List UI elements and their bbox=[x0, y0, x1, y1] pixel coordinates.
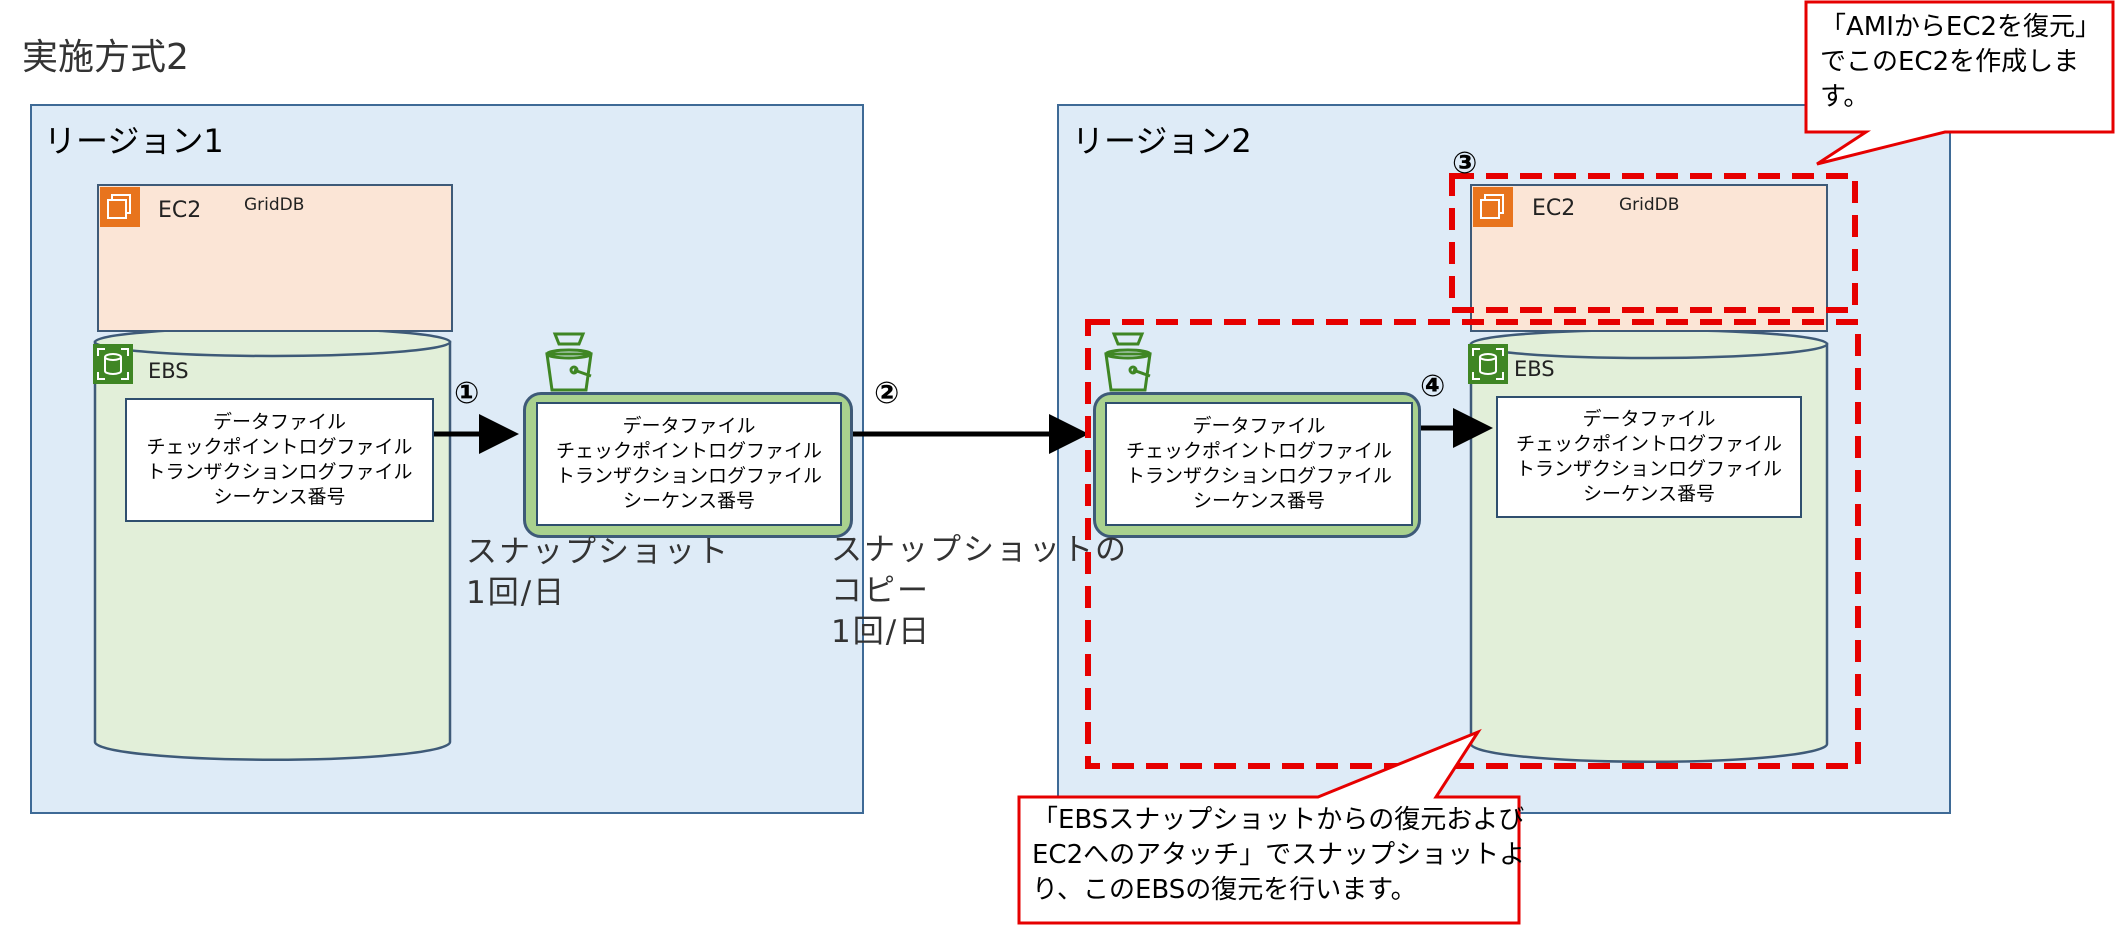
callout-ami-line-2: でこのEC2を作成しま bbox=[1820, 47, 2080, 77]
file-data: データファイル bbox=[212, 411, 346, 433]
file-sequence-number: シーケンス番号 bbox=[213, 486, 346, 508]
ebs-label-region-2: EBS bbox=[1514, 357, 1555, 381]
file-checkpoint-log: チェックポイントログファイル bbox=[555, 440, 822, 462]
callout-ebs-line-3: り、このEBSの復元を行います。 bbox=[1032, 875, 1417, 905]
callout-ami-shape bbox=[1804, 0, 2115, 166]
file-sequence-number: シーケンス番号 bbox=[622, 490, 756, 512]
highlight-ebs-region-2 bbox=[1085, 319, 1861, 769]
step-1: ① bbox=[454, 376, 480, 411]
file-data: データファイル bbox=[622, 415, 756, 437]
step-4: ④ bbox=[1420, 369, 1446, 404]
s3-bucket-icon bbox=[1104, 332, 1152, 392]
griddb-label-region-2: GridDB bbox=[1619, 195, 1680, 215]
ec2-label-region-2: EC2 bbox=[1532, 196, 1576, 221]
file-data: データファイル bbox=[1582, 408, 1716, 430]
callout-ebs-shape bbox=[1017, 728, 1521, 925]
callout-ebs-line-1: 「EBSスナップショットからの復元および bbox=[1032, 805, 1525, 835]
ec2-instance-icon bbox=[1473, 187, 1513, 227]
ec2-label-region-1: EC2 bbox=[158, 198, 202, 223]
snapshot-copy-caption-line-3: 1回/日 bbox=[831, 614, 932, 650]
snapshot-caption-line-1: スナップショット bbox=[466, 534, 730, 570]
step-2: ② bbox=[874, 376, 900, 411]
file-data: データファイル bbox=[1192, 415, 1326, 437]
step-3: ③ bbox=[1452, 146, 1478, 181]
file-sequence-number: シーケンス番号 bbox=[1582, 483, 1716, 505]
region-2-label: リージョン2 bbox=[1072, 122, 1252, 160]
s3-bucket-icon bbox=[545, 332, 593, 392]
file-list-ebs-region-2: データファイル チェックポイントログファイル トランザクションログファイル シー… bbox=[1496, 396, 1802, 518]
file-transaction-log: トランザクションログファイル bbox=[1125, 465, 1392, 487]
ebs-label-region-1: EBS bbox=[148, 359, 189, 383]
callout-ebs-text: 「EBSスナップショットからの復元および EC2へのアタッチ」でスナップショット… bbox=[1032, 803, 1525, 908]
region-1-label: リージョン1 bbox=[44, 122, 224, 160]
snapshot-copy-caption-line-2: コピー bbox=[831, 573, 930, 609]
ebs-volume-icon bbox=[1468, 344, 1508, 384]
file-checkpoint-log: チェックポイントログファイル bbox=[1125, 440, 1392, 462]
file-list-snapshot-region-2: データファイル チェックポイントログファイル トランザクションログファイル シー… bbox=[1105, 402, 1413, 526]
callout-ami-line-1: 「AMIからEC2を復元」 bbox=[1820, 12, 2102, 42]
file-transaction-log: トランザクションログファイル bbox=[1515, 458, 1782, 480]
file-sequence-number: シーケンス番号 bbox=[1192, 490, 1326, 512]
file-list-ebs-region-1: データファイル チェックポイントログファイル トランザクションログファイル シー… bbox=[125, 398, 434, 522]
file-transaction-log: トランザクションログファイル bbox=[146, 461, 413, 483]
snapshot-copy-caption-line-1: スナップショットの bbox=[831, 532, 1128, 568]
file-transaction-log: トランザクションログファイル bbox=[555, 465, 822, 487]
file-checkpoint-log: チェックポイントログファイル bbox=[1515, 433, 1782, 455]
griddb-label-region-1: GridDB bbox=[244, 195, 305, 215]
highlight-ec2-region-2 bbox=[1449, 173, 1858, 313]
callout-ami-line-3: す。 bbox=[1820, 82, 1870, 112]
ebs-volume-icon bbox=[93, 344, 133, 384]
snapshot-caption-line-2: 1回/日 bbox=[466, 575, 567, 611]
file-checkpoint-log: チェックポイントログファイル bbox=[146, 436, 413, 458]
ec2-instance-icon bbox=[100, 187, 140, 227]
callout-ami-text: 「AMIからEC2を復元」 でこのEC2を作成しま す。 bbox=[1820, 10, 2101, 115]
page-title: 実施方式2 bbox=[22, 37, 189, 78]
file-list-snapshot-region-1: データファイル チェックポイントログファイル トランザクションログファイル シー… bbox=[536, 402, 842, 526]
snapshot-copy-caption: スナップショットの コピー 1回/日 bbox=[831, 530, 1128, 653]
snapshot-caption: スナップショット 1回/日 bbox=[466, 532, 730, 614]
callout-ebs-line-2: EC2へのアタッチ」でスナップショットよ bbox=[1032, 840, 1526, 870]
ec2-instance-region-1 bbox=[97, 184, 453, 332]
